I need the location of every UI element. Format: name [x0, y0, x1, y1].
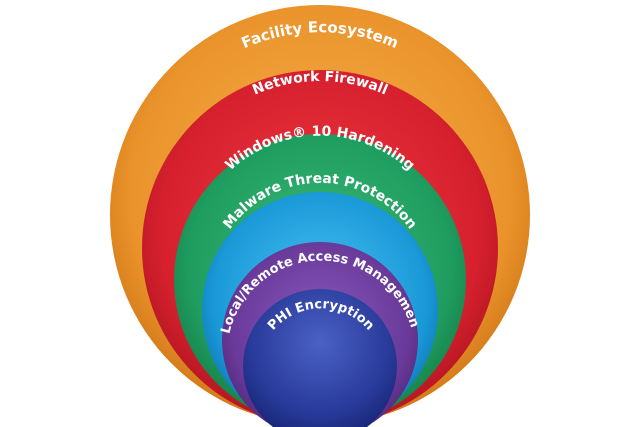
- layer-ring-phi-encryption: [243, 289, 397, 427]
